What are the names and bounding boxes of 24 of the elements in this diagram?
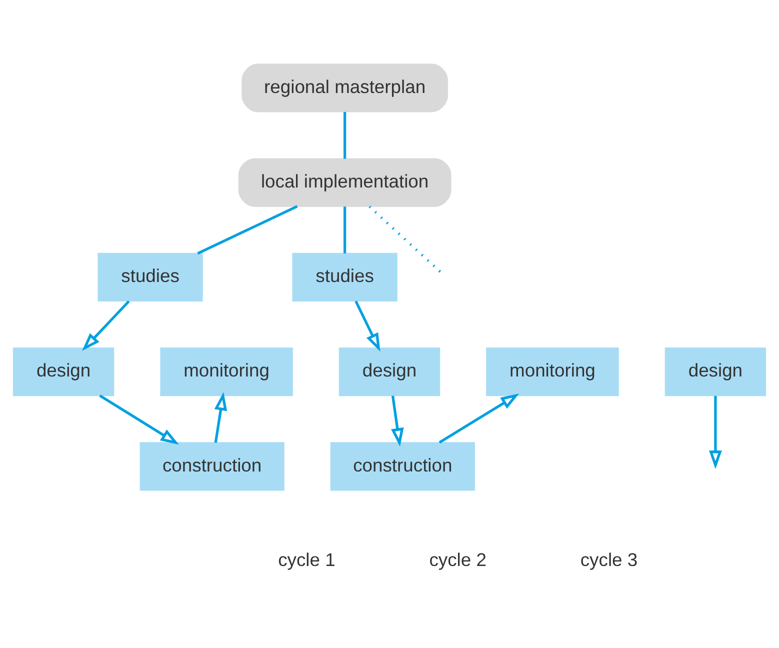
label: cycle 3 bbox=[580, 548, 638, 570]
node-box: design bbox=[338, 347, 440, 396]
node-box: studies bbox=[292, 252, 398, 301]
label: cycle 2 bbox=[429, 548, 486, 570]
node-box: monitoring bbox=[486, 347, 619, 396]
arrow bbox=[709, 395, 722, 468]
arrow bbox=[99, 394, 179, 444]
connector bbox=[344, 206, 346, 253]
arrow bbox=[82, 300, 130, 350]
arrow bbox=[391, 395, 404, 446]
label: cycle 1 bbox=[278, 548, 336, 570]
arrow bbox=[438, 393, 520, 444]
connector bbox=[344, 111, 346, 158]
arrow bbox=[214, 391, 228, 442]
node-box: design bbox=[664, 347, 766, 396]
node-box: construction bbox=[140, 442, 284, 490]
node-box: design bbox=[12, 347, 114, 396]
node-box: studies bbox=[98, 252, 203, 301]
node-box: monitoring bbox=[160, 347, 293, 396]
node-box: local implementation bbox=[238, 158, 452, 206]
node-box: construction bbox=[330, 442, 475, 490]
connector bbox=[197, 204, 298, 254]
node-box: regional masterplan bbox=[242, 63, 448, 112]
arrow bbox=[354, 300, 380, 352]
